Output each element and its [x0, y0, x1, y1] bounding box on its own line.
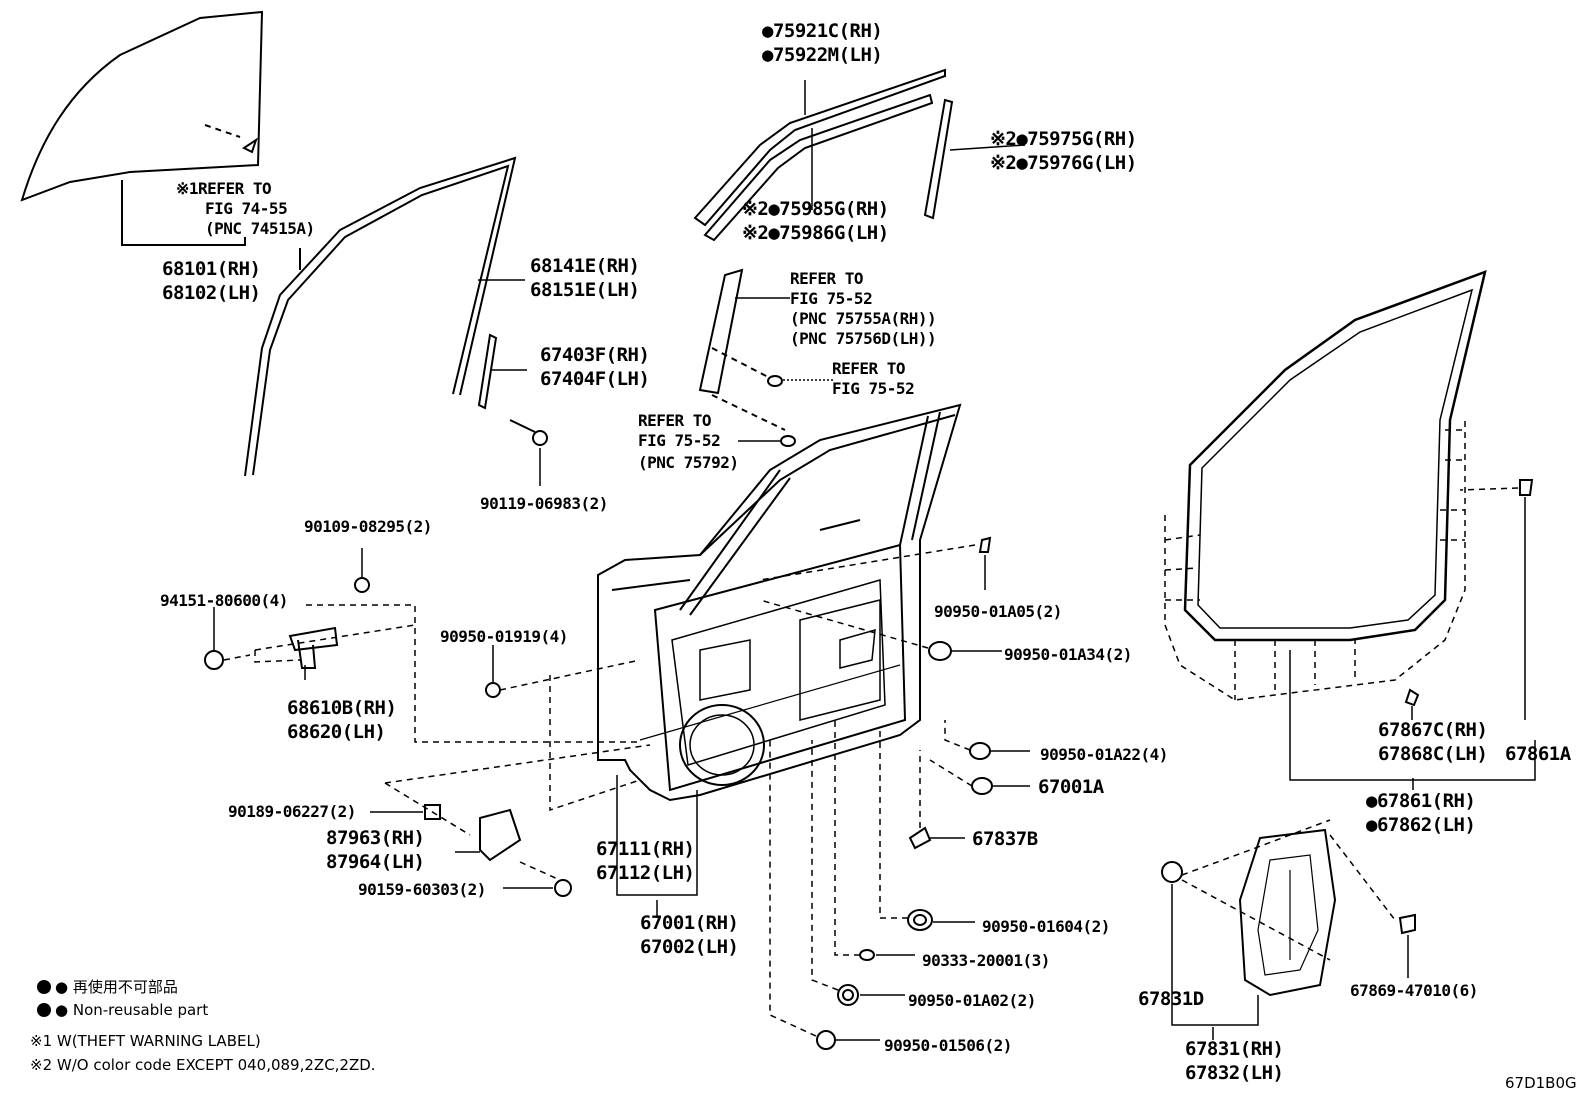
label-67001a[interactable]: 67001A	[1038, 776, 1104, 798]
refer-7552c-line1: REFER TO	[638, 411, 712, 430]
refer-7552b-line2: FIG 75-52	[832, 379, 915, 398]
label-75921c[interactable]: ●75921C(RH)	[762, 20, 883, 42]
refer-7455-line3: (PNC 74515A)	[205, 219, 315, 238]
label-90950-01a05[interactable]: 90950-01A05(2)	[934, 602, 1062, 621]
label-90950-01919[interactable]: 90950-01919(4)	[440, 627, 568, 646]
legend-non-reusable-en: ● Non-reusable part	[55, 1001, 209, 1019]
label-67837b[interactable]: 67837B	[972, 828, 1038, 850]
label-75975g[interactable]: ※2●75975G(RH)	[990, 128, 1137, 150]
refer-7552a-line3: (PNC 75755A(RH))	[790, 309, 937, 328]
door-lock	[1161, 819, 1416, 1040]
legend-bullet-jp	[37, 980, 51, 994]
run-channel	[244, 156, 525, 477]
label-75985g[interactable]: ※2●75985G(RH)	[742, 198, 889, 220]
refer-7552a-line1: REFER TO	[790, 269, 864, 288]
label-67404f[interactable]: 67404F(LH)	[540, 368, 650, 390]
label-67869[interactable]: 67869-47010(6)	[1350, 981, 1478, 1000]
refer-7455-line1: ※1REFER TO	[176, 179, 272, 198]
label-68102[interactable]: 68102(LH)	[162, 282, 261, 304]
label-75922m[interactable]: ●75922M(LH)	[762, 44, 883, 66]
door-leaders	[616, 775, 698, 918]
label-68610b[interactable]: 68610B(RH)	[287, 697, 397, 719]
label-90950-01a34[interactable]: 90950-01A34(2)	[1004, 645, 1132, 664]
label-68141e[interactable]: 68141E(RH)	[530, 255, 640, 277]
label-90159[interactable]: 90159-60303(2)	[358, 880, 486, 899]
division-bar	[477, 333, 527, 410]
small-fasteners	[759, 536, 1030, 1050]
label-90950-01a02[interactable]: 90950-01A02(2)	[908, 991, 1036, 1010]
figure-code: 67D1B0G	[1505, 1074, 1577, 1092]
label-67112[interactable]: 67112(LH)	[596, 862, 695, 884]
refer-7552c-line2: FIG 75-52	[638, 431, 721, 450]
label-67862[interactable]: ●67862(LH)	[1366, 814, 1476, 836]
door-glass	[20, 10, 264, 246]
refer-7552b-line1: REFER TO	[832, 359, 906, 378]
refer-7552a-line2: FIG 75-52	[790, 289, 873, 308]
label-87963[interactable]: 87963(RH)	[326, 827, 425, 849]
door-panel	[597, 403, 962, 802]
label-90333[interactable]: 90333-20001(3)	[922, 951, 1050, 970]
label-75976g[interactable]: ※2●75976G(LH)	[990, 152, 1137, 174]
legend-note-2: ※2 W/O color code EXCEPT 040,089,2ZC,2ZD…	[30, 1056, 376, 1074]
refer-7455-line2: FIG 74-55	[205, 199, 288, 218]
clip-90950-01919	[485, 645, 641, 812]
label-68620[interactable]: 68620(LH)	[287, 721, 386, 743]
label-87964[interactable]: 87964(LH)	[326, 851, 425, 873]
legend-note-1: ※1 W(THEFT WARNING LABEL)	[30, 1032, 261, 1050]
label-90950-01a22[interactable]: 90950-01A22(4)	[1040, 745, 1168, 764]
label-75986g[interactable]: ※2●75986G(LH)	[742, 222, 889, 244]
refer-7552a-line4: (PNC 75756D(LH))	[790, 329, 937, 348]
legend-bullet-en	[37, 1003, 51, 1017]
belt-moulding	[693, 68, 1026, 242]
label-67831d[interactable]: 67831D	[1138, 988, 1204, 1010]
label-67111[interactable]: 67111(RH)	[596, 838, 695, 860]
door-weatherstrip	[1164, 270, 1536, 790]
label-67832[interactable]: 67832(LH)	[1185, 1062, 1284, 1084]
label-67868c[interactable]: 67868C(LH)	[1378, 743, 1488, 765]
label-67831[interactable]: 67831(RH)	[1185, 1038, 1284, 1060]
door-check	[370, 744, 651, 897]
label-90119[interactable]: 90119-06983(2)	[480, 494, 608, 513]
label-67867c[interactable]: 67867C(RH)	[1378, 719, 1488, 741]
label-94151[interactable]: 94151-80600(4)	[160, 591, 288, 610]
frame-garnish	[698, 268, 835, 447]
label-68151e[interactable]: 68151E(LH)	[530, 279, 640, 301]
label-67001[interactable]: 67001(RH)	[640, 912, 739, 934]
label-67403f[interactable]: 67403F(RH)	[540, 344, 650, 366]
label-90950-01604[interactable]: 90950-01604(2)	[982, 917, 1110, 936]
bolt-90119	[509, 419, 548, 486]
label-68101[interactable]: 68101(RH)	[162, 258, 261, 280]
label-90109[interactable]: 90109-08295(2)	[304, 517, 432, 536]
refer-7552c-line3: (PNC 75792)	[638, 453, 739, 472]
label-90950-01506[interactable]: 90950-01506(2)	[884, 1036, 1012, 1055]
label-67861[interactable]: ●67861(RH)	[1366, 790, 1476, 812]
label-90189[interactable]: 90189-06227(2)	[228, 802, 356, 821]
legend-non-reusable-jp: ● 再使用不可部品	[55, 978, 178, 996]
door-hinge	[204, 548, 640, 743]
label-67861a[interactable]: 67861A	[1505, 743, 1571, 765]
label-67002[interactable]: 67002(LH)	[640, 936, 739, 958]
